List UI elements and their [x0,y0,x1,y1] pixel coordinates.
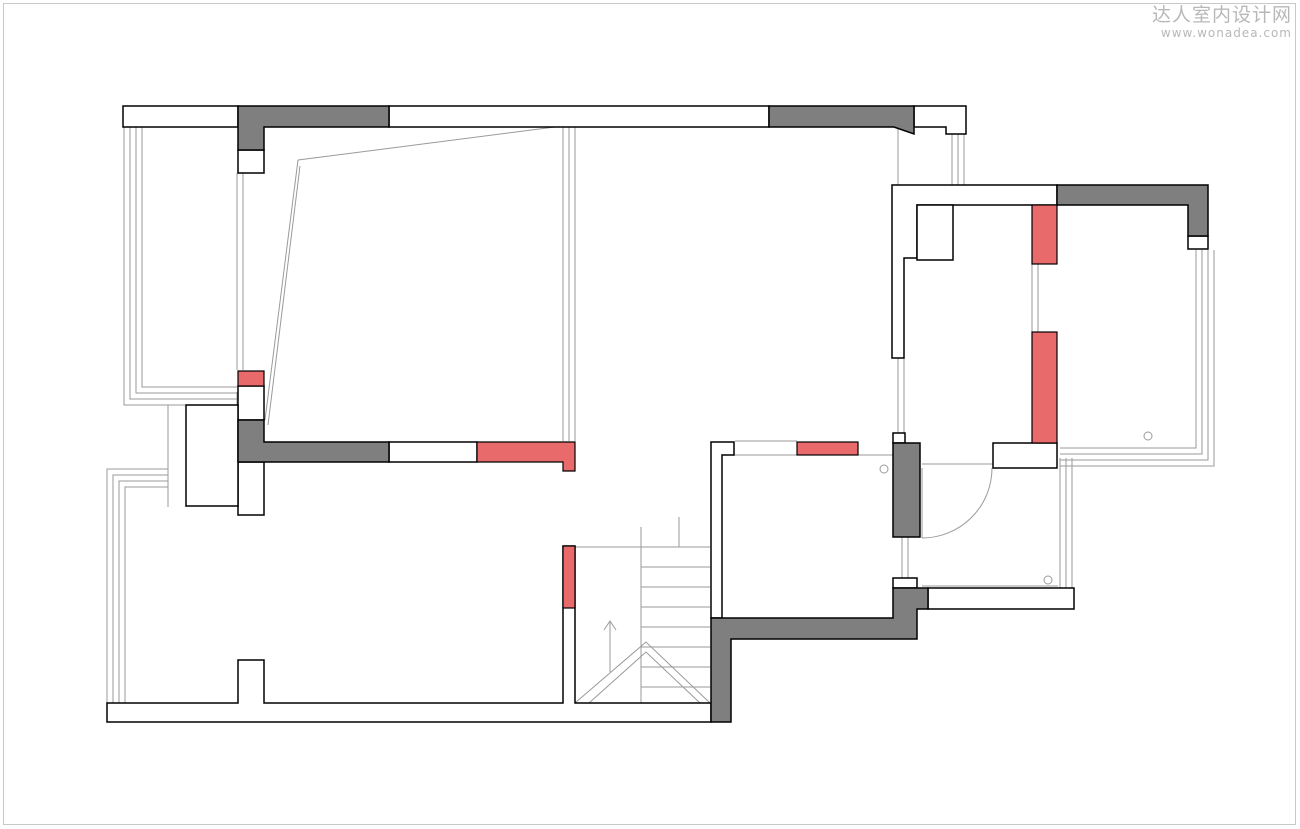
wall-north-west-end [122,105,239,128]
wall-pier-w [237,385,265,421]
wall-new-hall-south [476,441,576,472]
stair-landing-v [574,641,711,704]
wall-south [106,545,712,723]
wall-grey-north-west [237,105,390,151]
east-room-glazing [1060,250,1215,467]
balcony-west-lower-glazing [106,468,168,703]
watermark-name: 达人室内设计网 [1151,4,1292,26]
balcony-east-glazing [1059,458,1073,588]
east-partition-line [897,127,905,434]
bathroom-thin-walls [901,463,1058,587]
floor-drain-3 [1143,431,1153,441]
wall-east-pier [992,442,1058,469]
wall-north-east-end [913,105,967,135]
wall-hall-south-segment [388,441,478,463]
wall-grey-east-corner [1056,184,1209,237]
east-room-opening [1031,264,1039,332]
stair-treads [641,517,710,688]
floor-drain-1 [879,464,889,474]
wall-east-right-cap [1187,235,1209,250]
stair-outline [575,527,710,704]
door-swing [921,467,993,539]
drawing-frame [3,3,1296,825]
wall-balcony-east-south [927,587,1075,610]
north-east-glazing [951,134,965,185]
wall-bath-stub-bottom [892,577,918,589]
wall-new-east-upper [1031,204,1058,265]
watermark: 达人室内设计网 www.wonadea.com [1152,4,1292,40]
wall-grey-bath-column [892,442,921,538]
wall-grey-north-east [768,105,915,136]
wall-center-room [710,441,735,619]
sliding-screen [264,126,556,426]
wall-bath-stub-top [892,432,906,444]
retained-walls [237,105,1209,723]
staircase [574,517,711,704]
wall-west-stub [185,404,239,507]
new-walls [237,204,1058,609]
wall-grey-hall-west [237,419,390,463]
wall-new-west-pier [237,370,265,387]
balcony-west-upper-glazing [123,127,237,406]
wall-new-east-lower [1031,331,1058,444]
floor-drain-2 [1043,575,1053,585]
wall-grey-south-east [710,587,929,723]
wall-pier-nw [237,149,265,174]
wall-north-middle [388,105,770,128]
wall-pier-w-lower [237,461,265,516]
window-frames [106,126,1215,703]
balcony-west-link [167,405,187,507]
wall-new-stair-side [562,545,576,609]
wall-new-center-north [796,441,859,456]
watermark-url: www.wonadea.com [1160,26,1292,40]
partition-glazed [562,127,576,441]
stair-arrow [603,620,617,672]
wall-east-cabinet [916,204,954,261]
